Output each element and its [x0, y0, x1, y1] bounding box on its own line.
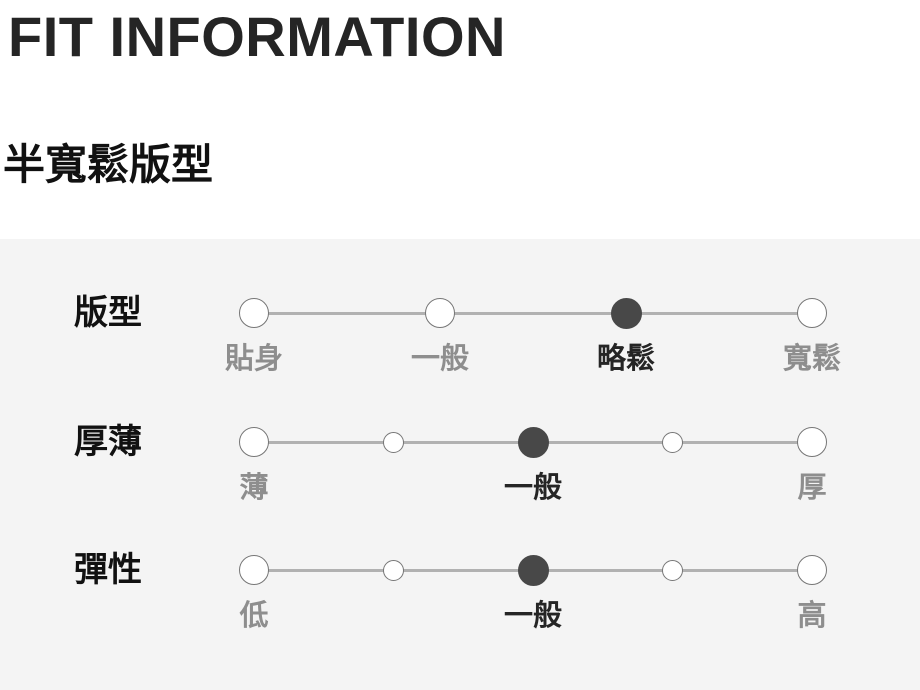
scale-dot-selected	[517, 426, 549, 458]
scale-dot	[797, 555, 827, 585]
scale-point-label: 一般	[410, 343, 469, 375]
scale-point-label: 高	[797, 600, 827, 632]
fit-row-label: 版型	[74, 294, 142, 332]
scale-point-label: 低	[239, 600, 269, 632]
scale-point-label: 一般	[503, 600, 562, 632]
scale-point-label: 厚	[797, 472, 827, 504]
scale-dot-selected	[517, 554, 549, 586]
scale-dot	[797, 427, 827, 457]
fit-type-subtitle: 半寬鬆版型	[3, 141, 214, 188]
scale-dot	[662, 559, 683, 581]
scale-dot	[383, 559, 404, 581]
scale-dot	[797, 298, 827, 328]
scale-track	[254, 311, 812, 315]
scale-dot-selected	[610, 297, 642, 329]
scale-dot	[425, 298, 455, 328]
scale-point-label: 薄	[239, 472, 269, 504]
scale-point-label: 寬鬆	[782, 343, 841, 375]
fit-chart-panel: 版型貼身一般略鬆寬鬆厚薄薄一般厚彈性低一般高	[0, 239, 920, 690]
scale-dot	[239, 555, 269, 585]
scale-dot	[662, 431, 683, 453]
section-title: FIT INFORMATION	[8, 5, 506, 68]
scale-dot	[383, 431, 404, 453]
scale-point-label: 貼身	[224, 343, 283, 375]
scale-point-label: 一般	[503, 472, 562, 504]
scale-dot	[239, 298, 269, 328]
fit-row-label: 彈性	[74, 551, 142, 589]
scale-point-label: 略鬆	[596, 343, 655, 375]
scale-dot	[239, 427, 269, 457]
fit-row-label: 厚薄	[74, 423, 142, 461]
